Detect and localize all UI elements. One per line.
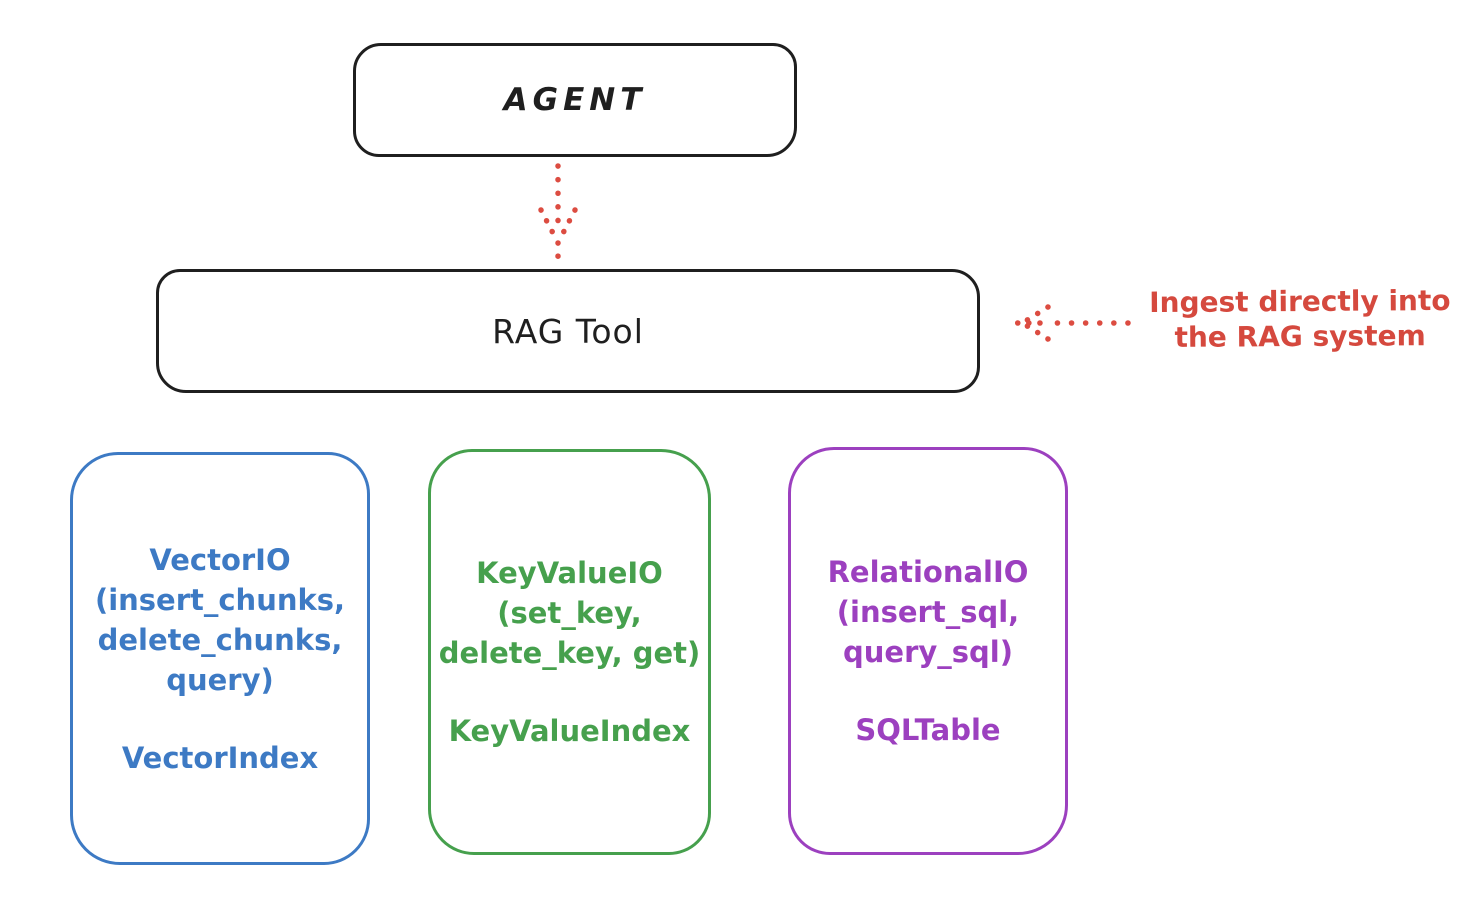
ingest-annotation-line2: the RAG system	[1174, 319, 1426, 354]
keyvalue-io-box: KeyValueIO (set_key, delete_key, get) Ke…	[428, 449, 711, 855]
relational-io-box: RelationalIO (insert_sql, query_sql) SQL…	[788, 447, 1068, 855]
vector-io-line: query)	[166, 662, 274, 697]
keyvalue-io-line: delete_key, get)	[438, 636, 701, 670]
relational-io-methods: RelationalIO (insert_sql, query_sql)	[828, 552, 1029, 672]
rag-tool-box: RAG Tool	[156, 269, 980, 393]
relational-io-line: RelationalIO	[827, 555, 1029, 589]
relational-io-line: query_sql)	[843, 635, 1013, 669]
vector-io-line: delete_chunks,	[97, 622, 343, 657]
sql-table-label: SQLTable	[855, 713, 1001, 747]
vector-io-line: VectorIO	[149, 542, 291, 577]
rag-tool-label: RAG Tool	[492, 311, 644, 351]
vector-index-label: VectorIndex	[121, 740, 319, 775]
relational-io-line: (insert_sql,	[836, 595, 1020, 629]
ingest-dotted-arrow-icon	[1014, 304, 1131, 342]
keyvalue-index-label: KeyValueIndex	[448, 714, 691, 748]
keyvalue-io-methods: KeyValueIO (set_key, delete_key, get)	[439, 553, 701, 673]
agent-box: AGENT	[353, 43, 797, 157]
vector-io-methods: VectorIO (insert_chunks, delete_chunks, …	[95, 540, 345, 700]
vector-io-box: VectorIO (insert_chunks, delete_chunks, …	[70, 452, 370, 865]
ingest-annotation: Ingest directly into the RAG system	[1130, 283, 1470, 355]
vector-io-line: (insert_chunks,	[94, 582, 346, 617]
agent-to-rag-dotted-arrow-icon	[538, 163, 578, 260]
keyvalue-io-line: (set_key,	[497, 596, 642, 630]
ingest-annotation-line1: Ingest directly into	[1149, 283, 1451, 320]
keyvalue-io-line: KeyValueIO	[476, 556, 663, 590]
agent-label: AGENT	[503, 82, 647, 118]
